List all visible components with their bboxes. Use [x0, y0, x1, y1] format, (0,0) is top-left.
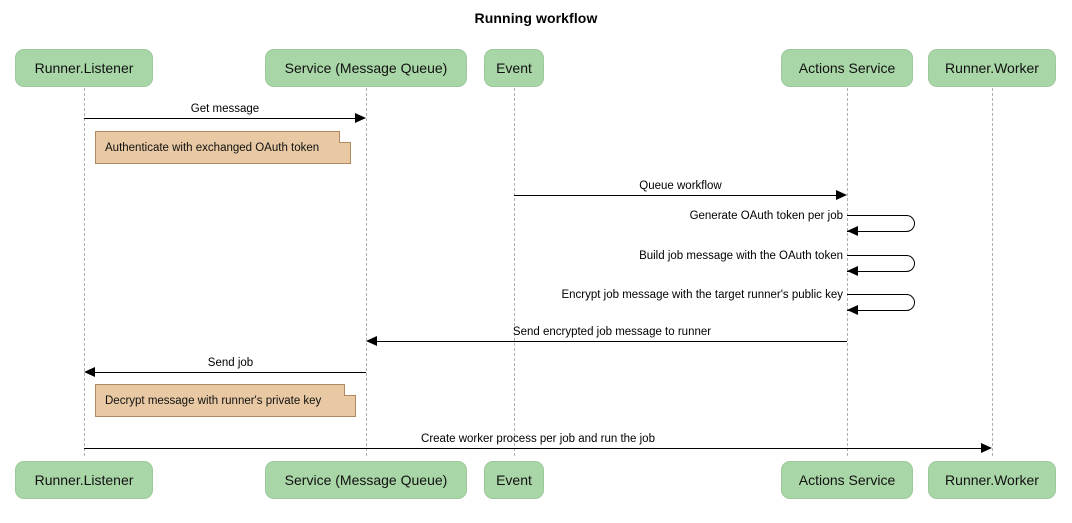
- lifeline-runner-listener: [84, 88, 85, 456]
- note-label: Authenticate with exchanged OAuth token: [105, 141, 320, 154]
- message-label-build-job-message-with-the-oauth-token: Build job message with the OAuth token: [639, 250, 843, 262]
- message-label-queue-workflow: Queue workflow: [639, 180, 722, 192]
- message-arrowhead-get-message: [355, 112, 366, 123]
- note-decrypt: Decrypt message with runner's private ke…: [95, 384, 356, 417]
- message-label-encrypt-job-message-with-the-target-runners-public-key: Encrypt job message with the target runn…: [561, 289, 843, 301]
- participant-label: Service (Message Queue): [284, 60, 448, 76]
- message-line-get-message: [84, 118, 356, 119]
- lifeline-service-message-queue: [366, 88, 367, 456]
- message-arrowhead-build-job-message-with-the-oauth-token: [847, 265, 858, 276]
- message-arrowhead-send-encrypted-job-message-to-runner: [366, 335, 377, 346]
- lifeline-event: [514, 88, 515, 456]
- participant-label: Runner.Listener: [34, 472, 134, 488]
- participant-label: Event: [496, 472, 532, 488]
- note-fold-corner-icon: [339, 131, 351, 143]
- message-label-send-job: Send job: [207, 357, 254, 369]
- participant-label: Service (Message Queue): [284, 472, 448, 488]
- message-arrowhead-encrypt-job-message-with-the-target-runners-public-key: [847, 304, 858, 315]
- message-arrowhead-generate-oauth-token-per-job: [847, 225, 858, 236]
- participant-runner-listener-top[interactable]: Runner.Listener: [15, 49, 153, 87]
- message-arrowhead-create-worker-process-per-job-and-run-the-job: [981, 442, 992, 453]
- participant-service-message-queue-bottom[interactable]: Service (Message Queue): [265, 461, 467, 499]
- participant-actions-service-top[interactable]: Actions Service: [781, 49, 913, 87]
- message-line-queue-workflow: [514, 195, 837, 196]
- participant-label: Actions Service: [798, 60, 896, 76]
- message-label-create-worker-process-per-job-and-run-the-job: Create worker process per job and run th…: [421, 433, 655, 445]
- participant-event-top[interactable]: Event: [484, 49, 544, 87]
- participant-label: Runner.Worker: [945, 60, 1039, 76]
- participant-runner-worker-bottom[interactable]: Runner.Worker: [928, 461, 1056, 499]
- page-title: Running workflow: [474, 10, 598, 26]
- lifeline-runner-worker: [992, 88, 993, 456]
- participant-label: Runner.Listener: [34, 60, 134, 76]
- participant-label: Event: [496, 60, 532, 76]
- participant-service-message-queue-top[interactable]: Service (Message Queue): [265, 49, 467, 87]
- message-selfloop-build-job-message-with-the-oauth-token: [847, 255, 915, 272]
- message-label-get-message: Get message: [190, 103, 260, 115]
- message-line-send-encrypted-job-message-to-runner: [377, 341, 847, 342]
- participant-label: Runner.Worker: [945, 472, 1039, 488]
- message-selfloop-generate-oauth-token-per-job: [847, 215, 915, 232]
- note-fold-corner-icon: [344, 384, 356, 396]
- message-selfloop-encrypt-job-message-with-the-target-runners-public-key: [847, 294, 915, 311]
- message-arrowhead-queue-workflow: [836, 189, 847, 200]
- participant-event-bottom[interactable]: Event: [484, 461, 544, 499]
- message-label-send-encrypted-job-message-to-runner: Send encrypted job message to runner: [512, 326, 712, 338]
- participant-label: Actions Service: [798, 472, 896, 488]
- note-label: Decrypt message with runner's private ke…: [105, 394, 322, 407]
- message-line-send-job: [95, 372, 366, 373]
- message-label-generate-oauth-token-per-job: Generate OAuth token per job: [689, 210, 843, 222]
- participant-runner-listener-bottom[interactable]: Runner.Listener: [15, 461, 153, 499]
- participant-runner-worker-top[interactable]: Runner.Worker: [928, 49, 1056, 87]
- participant-actions-service-bottom[interactable]: Actions Service: [781, 461, 913, 499]
- note-authenticate: Authenticate with exchanged OAuth token: [95, 131, 351, 164]
- message-line-create-worker-process-per-job-and-run-the-job: [84, 448, 982, 449]
- message-arrowhead-send-job: [84, 366, 95, 377]
